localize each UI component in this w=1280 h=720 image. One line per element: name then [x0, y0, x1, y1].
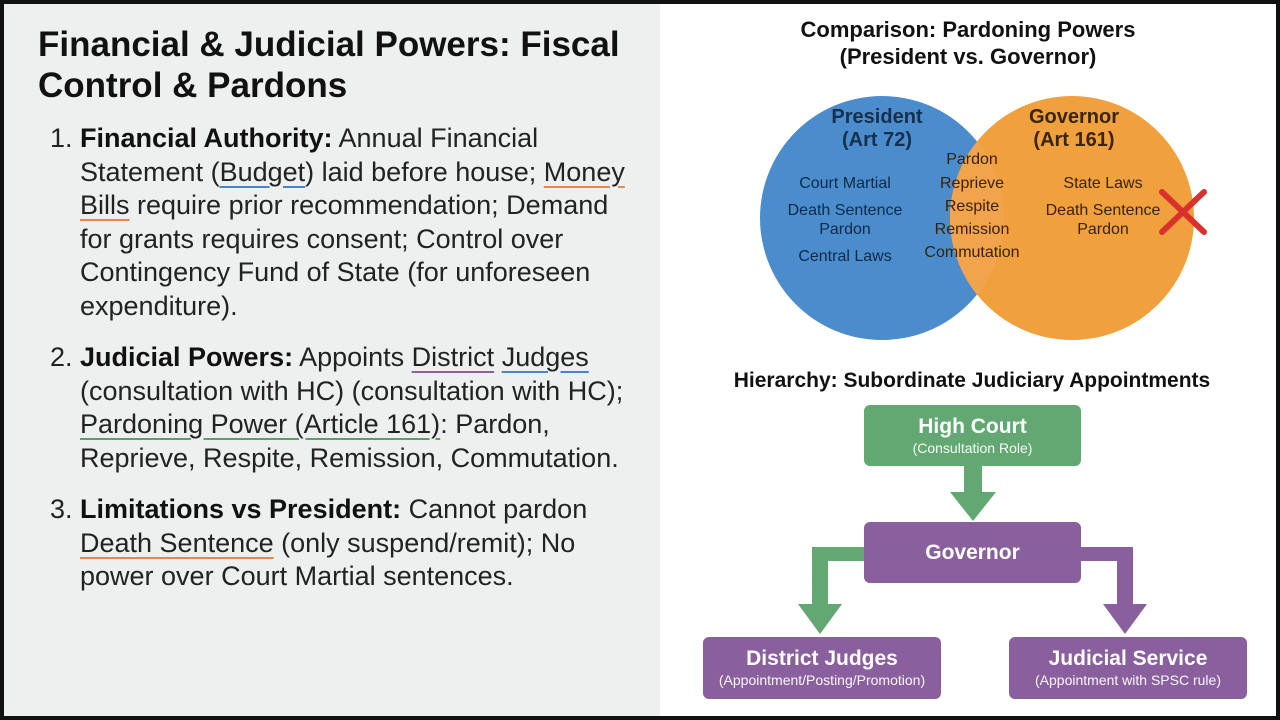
governor-item: Death Sentence [1046, 202, 1161, 219]
point-text: Annual Financial Statement ( [80, 123, 539, 187]
point-number: 3. [50, 494, 73, 524]
point-limitations: 3.Limitations vs President: Cannot pardo… [50, 493, 640, 594]
overlap-item: Commutation [924, 244, 1019, 261]
president-item: Central Laws [798, 248, 891, 265]
point-text: ) laid before house; [305, 156, 544, 187]
money-bills-term: Money Bills [80, 156, 625, 221]
president-circle [760, 96, 1004, 340]
president-item: Court Martial [799, 175, 891, 192]
president-item: Pardon [819, 221, 871, 238]
overlap-item: Remission [935, 221, 1010, 238]
governor-title: Governor [1029, 106, 1119, 128]
cross-icon [1159, 189, 1207, 235]
governor-box: Governor [864, 522, 1081, 583]
governor-item: State Laws [1063, 175, 1142, 192]
hierarchy-title: Hierarchy: Subordinate Judiciary Appoint… [733, 369, 1211, 392]
judges-term: Judges [501, 342, 589, 372]
budget-term: Budget [219, 156, 306, 187]
point-text: (consultation with HC) (consultation wit… [80, 375, 624, 406]
arrow-governor-district-judges [798, 547, 866, 634]
left-panel [4, 4, 660, 716]
president-article: (Art 72) [842, 129, 912, 151]
district-judges-box: District Judges (Appointment/Posting/Pro… [703, 637, 941, 699]
judicial-service-sub: (Appointment with SPSC rule) [1035, 672, 1221, 688]
governor-article: (Art 161) [1033, 129, 1114, 151]
president-item: Death Sentence [788, 202, 903, 219]
point-text: Cannot pardon [401, 494, 588, 524]
point-text: Appoints [293, 342, 412, 372]
venn-title: Comparison: Pardoning Powers (President … [740, 16, 1196, 70]
points-list: 1.Financial Authority: Annual Financial … [50, 122, 640, 594]
president-title: President [831, 106, 922, 128]
death-sentence-term: Death Sentence [80, 527, 274, 558]
governor-item: Pardon [1077, 221, 1129, 238]
governor-label: Governor [925, 540, 1020, 564]
point-text: (only suspend/remit); No power over Cour… [80, 527, 576, 592]
slide-title: Financial & Judicial Powers: Fiscal Cont… [38, 25, 620, 105]
judicial-service-box: Judicial Service (Appointment with SPSC … [1009, 637, 1247, 699]
high-court-label: High Court [918, 414, 1027, 438]
point-judicial: 2.Judicial Powers: Appoints District Jud… [50, 341, 640, 475]
overlap-item: Respite [945, 198, 999, 215]
judicial-service-label: Judicial Service [1048, 647, 1208, 670]
point-text: require prior recommendation; Demand for… [80, 190, 609, 321]
pardoning-power-term: Pardoning Power (Article 161) [80, 409, 441, 439]
point-heading: Financial Authority: [80, 123, 333, 153]
point-number: 1. [50, 123, 73, 153]
high-court-sub: (Consultation Role) [912, 439, 1033, 456]
point-heading: Limitations vs President: [80, 494, 402, 524]
district-judges-sub: (Appointment/Posting/Promotion) [718, 672, 926, 688]
governor-circle [950, 96, 1194, 340]
district-judges-label: District Judges [746, 647, 898, 670]
overlap-item: Pardon [946, 151, 998, 168]
overlap-item: Reprieve [940, 175, 1004, 192]
point-financial: 1.Financial Authority: Annual Financial … [50, 122, 640, 323]
arrow-highcourt-governor [950, 466, 996, 521]
point-heading: Judicial Powers: [80, 342, 294, 372]
venn-title-line1: Comparison: Pardoning Powers [800, 17, 1136, 42]
point-text: : Pardon, Reprieve, Respite, Remission, … [80, 409, 619, 473]
point-number: 2. [50, 342, 73, 372]
high-court-box: High Court (Consultation Role) [864, 405, 1081, 466]
district-term: District [411, 342, 495, 372]
arrow-governor-judicial-service [1080, 547, 1147, 634]
venn-title-line2: (President vs. Governor) [839, 44, 1097, 69]
